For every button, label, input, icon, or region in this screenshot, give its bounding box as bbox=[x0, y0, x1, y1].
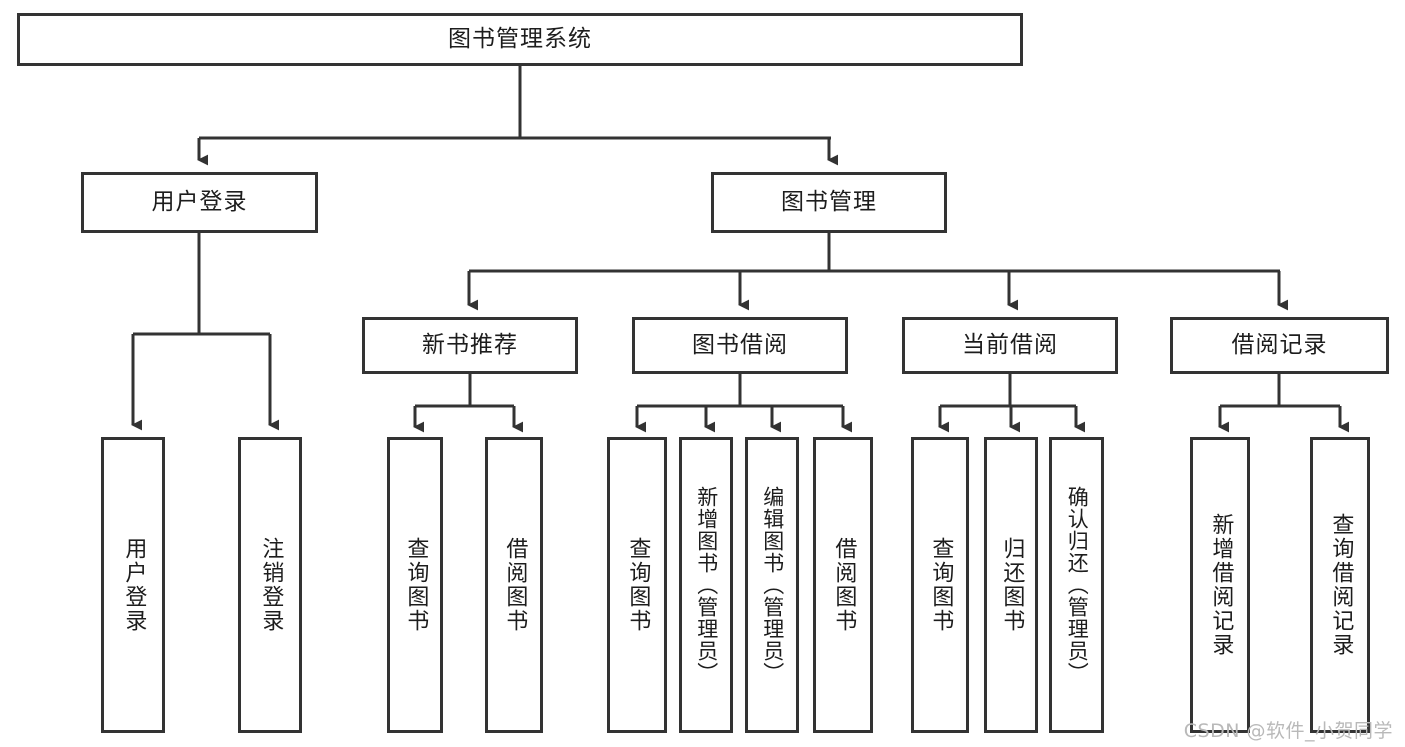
node-book-manage[interactable]: 图书管理 bbox=[711, 172, 947, 233]
node-leaf-borrow-book[interactable]: 借阅图书 bbox=[813, 437, 873, 733]
node-label: 查询图书 bbox=[403, 537, 429, 633]
node-label: 当前借阅 bbox=[962, 331, 1058, 358]
edges-user-login bbox=[131, 233, 280, 431]
node-book-borrow[interactable]: 图书借阅 bbox=[632, 317, 848, 374]
node-label: 用户登录 bbox=[151, 188, 248, 215]
csdn-watermark: CSDN @软件_小贺同学 bbox=[1183, 720, 1393, 742]
node-leaf-edit-book-admin[interactable]: 编辑图书（管理员） bbox=[745, 437, 799, 733]
node-leaf-return-book[interactable]: 归还图书 bbox=[984, 437, 1038, 733]
edges-borrow-record bbox=[1218, 374, 1350, 433]
node-label: 注销登录 bbox=[258, 537, 284, 633]
node-leaf-query-book-current[interactable]: 查询图书 bbox=[911, 437, 969, 733]
node-label: 查询借阅记录 bbox=[1328, 513, 1354, 657]
node-borrow-record[interactable]: 借阅记录 bbox=[1170, 317, 1389, 374]
node-label: 图书管理系统 bbox=[448, 25, 592, 52]
node-leaf-logout[interactable]: 注销登录 bbox=[238, 437, 302, 733]
node-new-book-recommend[interactable]: 新书推荐 bbox=[362, 317, 578, 374]
node-leaf-query-book-recommend[interactable]: 查询图书 bbox=[387, 437, 443, 733]
node-leaf-add-book-admin[interactable]: 新增图书（管理员） bbox=[679, 437, 733, 733]
node-label: 查询图书 bbox=[928, 537, 954, 633]
node-leaf-add-borrow-record[interactable]: 新增借阅记录 bbox=[1190, 437, 1250, 733]
node-leaf-query-borrow-record[interactable]: 查询借阅记录 bbox=[1310, 437, 1370, 733]
node-leaf-borrow-book-recommend[interactable]: 借阅图书 bbox=[485, 437, 543, 733]
node-label: 确认归还（管理员） bbox=[1065, 486, 1090, 684]
node-leaf-query-book-borrow[interactable]: 查询图书 bbox=[607, 437, 667, 733]
node-label: 借阅图书 bbox=[502, 537, 528, 633]
node-label: 新书推荐 bbox=[422, 331, 518, 358]
node-label: 图书借阅 bbox=[692, 331, 788, 358]
node-label: 借阅图书 bbox=[831, 537, 857, 633]
edges-book-borrow bbox=[635, 374, 853, 433]
node-label: 借阅记录 bbox=[1231, 331, 1328, 358]
node-label: 新增图书（管理员） bbox=[694, 486, 719, 684]
edges-new-book-rec bbox=[413, 374, 524, 433]
node-label: 归还图书 bbox=[999, 537, 1025, 633]
node-label: 查询图书 bbox=[625, 537, 651, 633]
edges-root bbox=[197, 66, 839, 166]
edges-current-borrow bbox=[938, 374, 1086, 433]
node-user-login[interactable]: 用户登录 bbox=[81, 172, 318, 233]
node-root-system[interactable]: 图书管理系统 bbox=[17, 13, 1023, 66]
node-label: 图书管理 bbox=[781, 188, 877, 215]
node-label: 用户登录 bbox=[121, 537, 147, 633]
node-leaf-user-login[interactable]: 用户登录 bbox=[101, 437, 165, 733]
node-label: 编辑图书（管理员） bbox=[760, 486, 785, 684]
node-label: 新增借阅记录 bbox=[1208, 513, 1234, 657]
node-leaf-confirm-return-admin[interactable]: 确认归还（管理员） bbox=[1049, 437, 1104, 733]
edges-book-manage bbox=[467, 233, 1289, 311]
node-current-borrow[interactable]: 当前借阅 bbox=[902, 317, 1118, 374]
